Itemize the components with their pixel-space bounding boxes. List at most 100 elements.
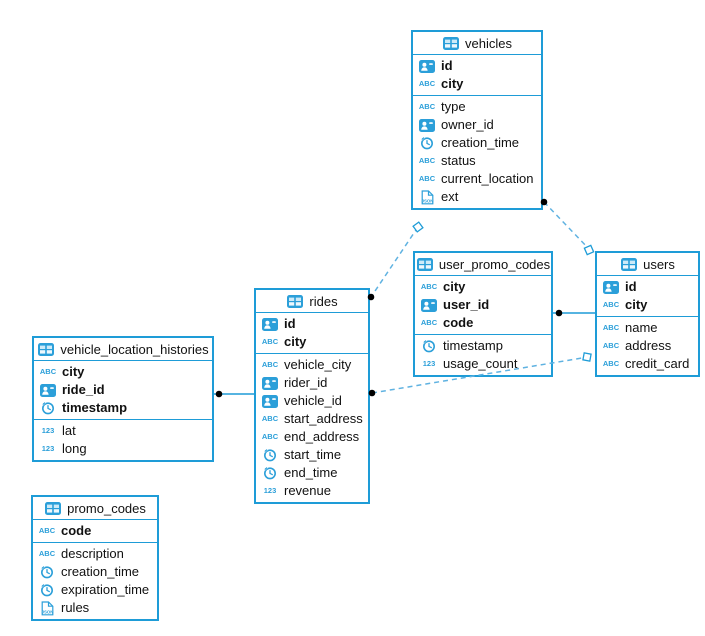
text-type-icon-label: ABC (261, 414, 279, 424)
field-id: id (256, 315, 368, 333)
field-label: ride_id (62, 382, 105, 397)
field-label: end_time (284, 465, 338, 480)
field-label: user_id (443, 297, 490, 312)
table-icon (620, 257, 638, 271)
id-badge-icon (418, 59, 436, 73)
text-type-icon: ABC (420, 319, 438, 327)
field-label: city (284, 334, 307, 349)
field-status: ABC status (413, 152, 541, 170)
field-label: end_address (284, 429, 360, 444)
field-vehicle_id: vehicle_id (256, 392, 368, 410)
table-title: rides (309, 293, 338, 309)
clock-icon (38, 565, 56, 579)
svg-text:JSON: JSON (421, 198, 433, 203)
field-city: ABC city (256, 333, 368, 351)
field-rider_id: rider_id (256, 374, 368, 392)
id-badge-icon (261, 317, 279, 331)
id-badge-icon (602, 280, 620, 294)
table-header[interactable]: users (597, 253, 698, 276)
number-type-icon: 123 (420, 360, 438, 368)
clock-icon (418, 136, 436, 150)
field-label: creation_time (61, 564, 140, 579)
field-creation_time: creation_time (33, 563, 157, 581)
field-label: status (441, 153, 476, 168)
text-type-icon: ABC (261, 338, 279, 346)
text-type-icon-label: ABC (602, 300, 620, 310)
id-badge-icon (39, 383, 57, 397)
table-title: promo_codes (67, 500, 146, 516)
text-type-icon: ABC (38, 527, 56, 535)
field-long: 123 long (34, 440, 212, 458)
field-owner_id: owner_id (413, 116, 541, 134)
field-label: lat (62, 423, 76, 438)
field-label: name (625, 320, 658, 335)
text-type-icon-label: ABC (261, 432, 279, 442)
relationship-dot-marker (555, 309, 563, 317)
number-type-icon-label: 123 (41, 444, 55, 454)
field-address: ABC address (597, 337, 698, 355)
clock-icon (38, 583, 56, 597)
table-header[interactable]: user_promo_codes (415, 253, 551, 276)
field-id: id (413, 57, 541, 75)
field-label: city (625, 297, 648, 312)
id-badge-icon (261, 376, 279, 390)
table-header[interactable]: rides (256, 290, 368, 313)
field-label: start_address (284, 411, 363, 426)
field-ride_id: ride_id (34, 381, 212, 399)
table-title: vehicles (465, 35, 512, 51)
table-icon (442, 36, 460, 50)
text-type-icon-label: ABC (602, 341, 620, 351)
relationship-dot-marker (215, 390, 223, 398)
text-type-icon-label: ABC (418, 156, 436, 166)
field-end_time: end_time (256, 464, 368, 482)
field-label: id (441, 58, 453, 73)
field-label: id (625, 279, 637, 294)
id-badge-icon (261, 394, 279, 408)
field-label: start_time (284, 447, 342, 462)
relationship-vehicles-users (543, 201, 591, 251)
field-label: long (62, 441, 87, 456)
table-header[interactable]: vehicles (413, 32, 541, 55)
field-start_time: start_time (256, 446, 368, 464)
text-type-icon-label: ABC (418, 79, 436, 89)
text-type-icon: ABC (418, 103, 436, 111)
text-type-icon: ABC (602, 324, 620, 332)
text-type-icon-label: ABC (602, 323, 620, 333)
clock-icon (261, 466, 279, 480)
text-type-icon-label: ABC (261, 337, 279, 347)
text-type-icon: ABC (261, 433, 279, 441)
text-type-icon-label: ABC (420, 318, 438, 328)
table-header[interactable]: vehicle_location_histories (34, 338, 212, 361)
text-type-icon: ABC (602, 301, 620, 309)
clock-icon (39, 401, 57, 415)
relationship-diamond-marker (412, 221, 424, 233)
field-label: address (625, 338, 672, 353)
relationship-diamond-marker (582, 352, 592, 362)
field-id: id (597, 278, 698, 296)
table-icon (44, 501, 62, 515)
text-type-icon: ABC (38, 550, 56, 558)
table-header[interactable]: promo_codes (33, 497, 157, 520)
field-timestamp: timestamp (415, 337, 551, 355)
